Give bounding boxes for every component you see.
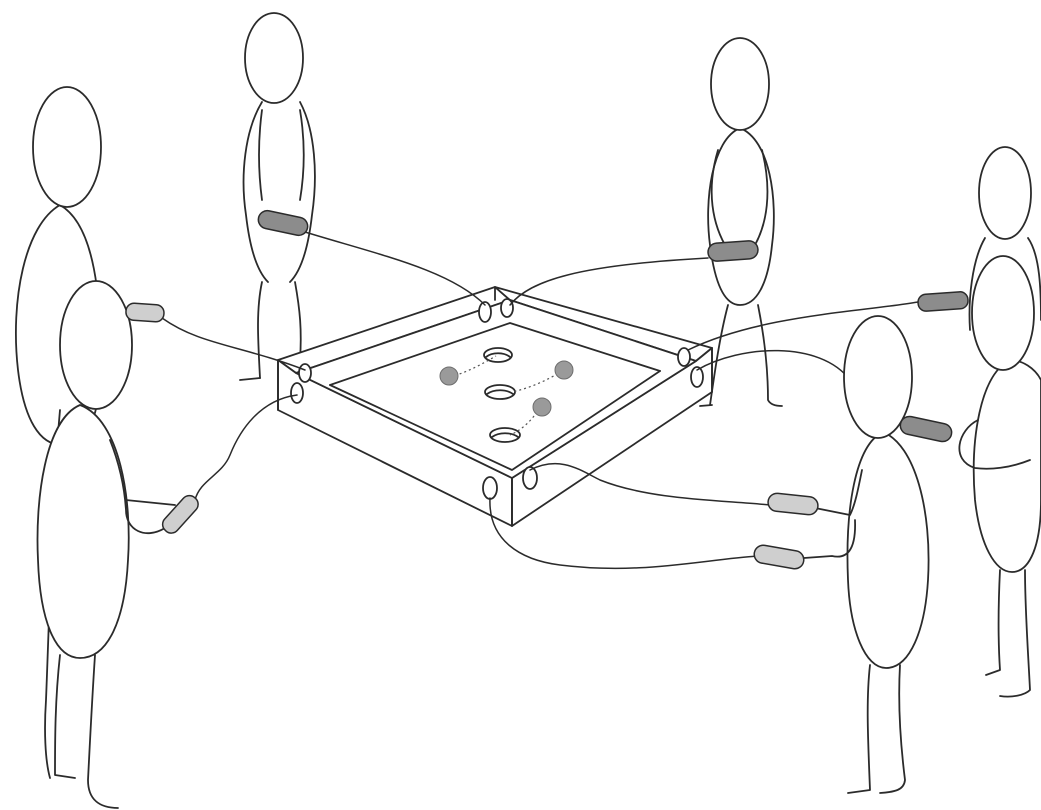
eyelet	[677, 347, 691, 367]
eyelet	[500, 298, 514, 318]
handle-back-right	[707, 240, 759, 262]
eyelet	[482, 476, 498, 500]
eyelet	[478, 301, 492, 323]
person-front-right	[803, 315, 930, 794]
person-front-left	[36, 280, 176, 809]
ball-path-2	[511, 370, 563, 393]
handle-front-right-lower	[753, 544, 805, 570]
person-right-middle	[958, 255, 1041, 698]
cords	[161, 231, 919, 570]
ball-1	[439, 366, 459, 386]
ball-path-1	[449, 355, 497, 378]
eyelet	[690, 366, 704, 388]
hole-3	[489, 427, 521, 443]
handle-front-right-upper	[767, 492, 819, 516]
ball-path-3	[509, 407, 541, 436]
box-frame	[277, 286, 713, 527]
cord	[529, 462, 771, 506]
ball-2	[554, 360, 574, 380]
handle-right-middle	[899, 415, 953, 443]
eyelet	[298, 363, 312, 383]
cord	[687, 301, 919, 351]
person-back-left	[239, 12, 316, 381]
handles	[125, 209, 969, 570]
handle-front-left	[161, 494, 199, 534]
eyelet	[522, 466, 538, 490]
handle-right-back	[917, 291, 969, 312]
ball-3	[532, 397, 552, 417]
eyelet	[290, 382, 304, 404]
cord	[161, 317, 306, 371]
hole-2	[484, 384, 516, 400]
handle-back-left	[257, 209, 309, 237]
cord	[194, 394, 298, 501]
handle-far-left	[125, 302, 165, 323]
cord	[696, 349, 851, 381]
cord	[509, 257, 709, 306]
cord	[304, 231, 486, 306]
cord	[489, 497, 759, 570]
